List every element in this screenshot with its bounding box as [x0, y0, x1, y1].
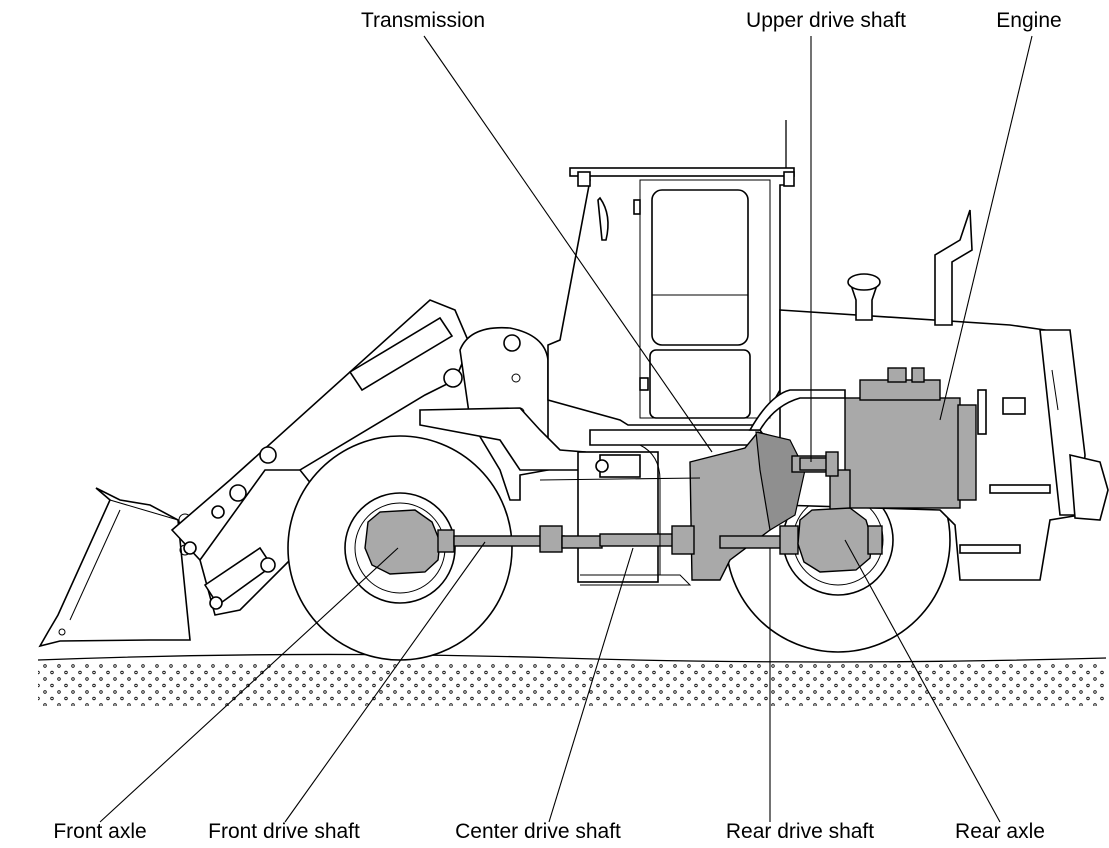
bucket	[38, 487, 192, 648]
label-center-drive-shaft: Center drive shaft	[455, 820, 621, 843]
label-transmission: Transmission	[361, 9, 485, 32]
label-upper-drive-shaft: Upper drive shaft	[746, 9, 906, 32]
upper-drive-shaft	[799, 451, 839, 477]
front-drive-shaft	[453, 525, 565, 553]
leader-lines	[99, 35, 1033, 823]
lift-arm	[170, 299, 471, 616]
rear-drive-shaft	[719, 525, 799, 555]
chassis-frame	[539, 389, 846, 586]
label-engine: Engine	[996, 9, 1061, 32]
center-drive-shaft	[561, 525, 695, 555]
label-front-axle: Front axle	[53, 820, 146, 843]
label-front-drive-shaft: Front drive shaft	[208, 820, 360, 843]
transmission-unit	[689, 431, 833, 581]
front-frame	[419, 326, 659, 583]
cab	[547, 120, 795, 446]
ground	[37, 653, 1107, 706]
label-rear-drive-shaft: Rear drive shaft	[726, 820, 874, 843]
label-rear-axle: Rear axle	[955, 820, 1045, 843]
front-axle-differential	[364, 509, 455, 575]
